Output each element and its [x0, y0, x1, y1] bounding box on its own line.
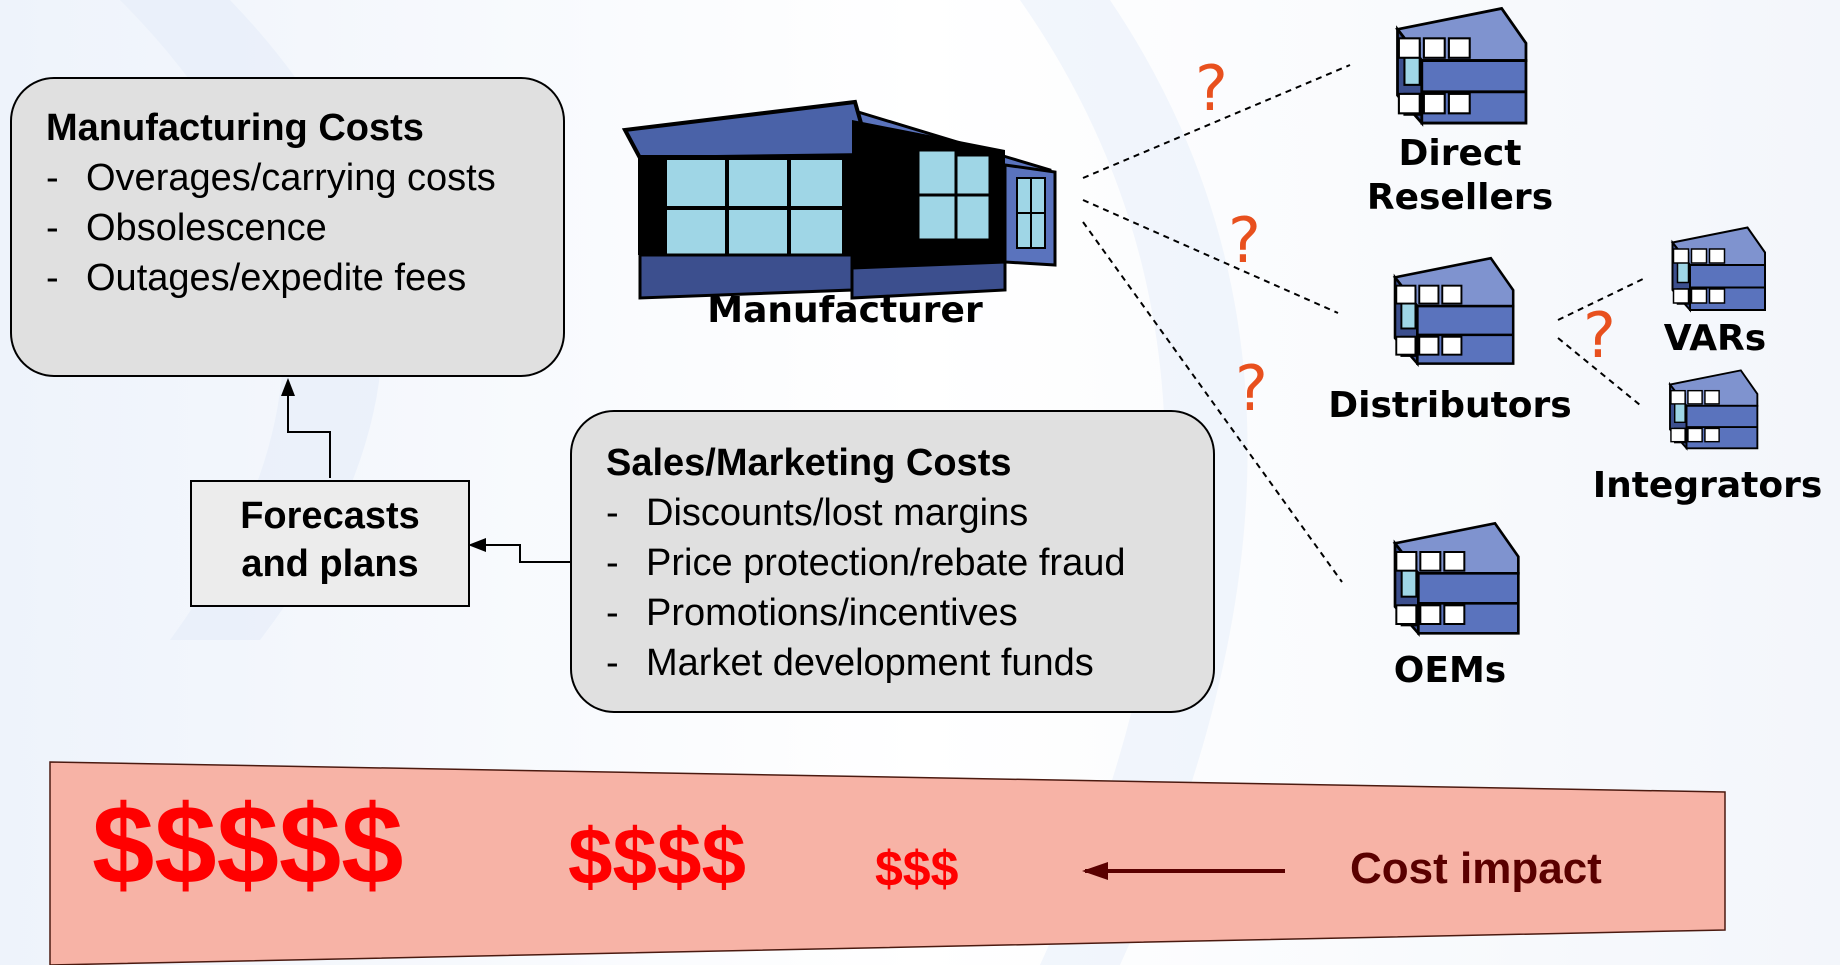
connector-vars: [1557, 277, 1646, 321]
manufacturing-costs-title: Manufacturing Costs: [46, 107, 424, 149]
distributors-label: Distributors: [1328, 385, 1572, 426]
manufacturing-costs-list: Overages/carrying costs Obsolescence Out…: [46, 153, 516, 303]
cost-dollars-medium: $$$$: [568, 812, 746, 901]
question-mark-icon: ?: [1228, 204, 1261, 277]
forecasts-and-plans-box: Forecasts and plans: [190, 480, 470, 607]
direct-resellers-building-icon: [1398, 8, 1526, 123]
cost-impact-arrowhead-icon: [1082, 862, 1108, 880]
list-item: Outages/expedite fees: [46, 253, 516, 303]
connector-distributors: [1082, 199, 1339, 314]
connector-direct-resellers: [1082, 64, 1351, 179]
forecasts-line1: Forecasts: [240, 495, 420, 537]
cost-impact-label: Cost impact: [1350, 844, 1602, 893]
vars-label: VARs: [1663, 318, 1767, 359]
connector-oems: [1082, 221, 1343, 583]
connector-integrators: [1557, 337, 1641, 406]
integrators-label: Integrators: [1592, 465, 1823, 506]
list-item: Overages/carrying costs: [46, 153, 516, 203]
question-mark-icon: ?: [1235, 352, 1268, 425]
cost-impact-banner: [49, 761, 1726, 965]
sales-to-forecast-arrow: [478, 544, 570, 563]
question-mark-icon: ?: [1195, 52, 1228, 125]
list-item: Price protection/rebate fraud: [606, 538, 1213, 588]
cost-dollars-small: $$$: [875, 841, 959, 897]
list-item: Obsolescence: [46, 203, 516, 253]
direct-resellers-label-line2: Resellers: [1366, 177, 1554, 218]
oems-label: OEMs: [1393, 650, 1507, 691]
forecast-to-manufacturing-arrow: [287, 392, 331, 478]
list-item: Market development funds: [606, 638, 1213, 688]
forecasts-line2: and plans: [241, 543, 419, 585]
manufacturing-costs-box: Manufacturing Costs Overages/carrying co…: [10, 77, 565, 377]
manufacturer-label: Manufacturer: [707, 290, 983, 331]
cost-dollars-large: $$$$$: [92, 782, 404, 907]
list-item: Discounts/lost margins: [606, 488, 1213, 538]
manufacturer-building-icon: [621, 99, 1057, 300]
vars-building-icon: [1671, 226, 1767, 312]
sales-marketing-costs-list: Discounts/lost margins Price protection/…: [606, 488, 1213, 688]
list-item: Promotions/incentives: [606, 588, 1213, 638]
distributors-building-icon: [1393, 256, 1516, 366]
sales-marketing-costs-title: Sales/Marketing Costs: [606, 442, 1012, 484]
question-mark-icon: ?: [1583, 299, 1616, 372]
direct-resellers-label-line1: Direct: [1398, 133, 1522, 174]
sales-marketing-costs-box: Sales/Marketing Costs Discounts/lost mar…: [570, 410, 1215, 713]
integrators-building-icon: [1668, 369, 1759, 450]
oems-building-icon: [1393, 521, 1521, 636]
